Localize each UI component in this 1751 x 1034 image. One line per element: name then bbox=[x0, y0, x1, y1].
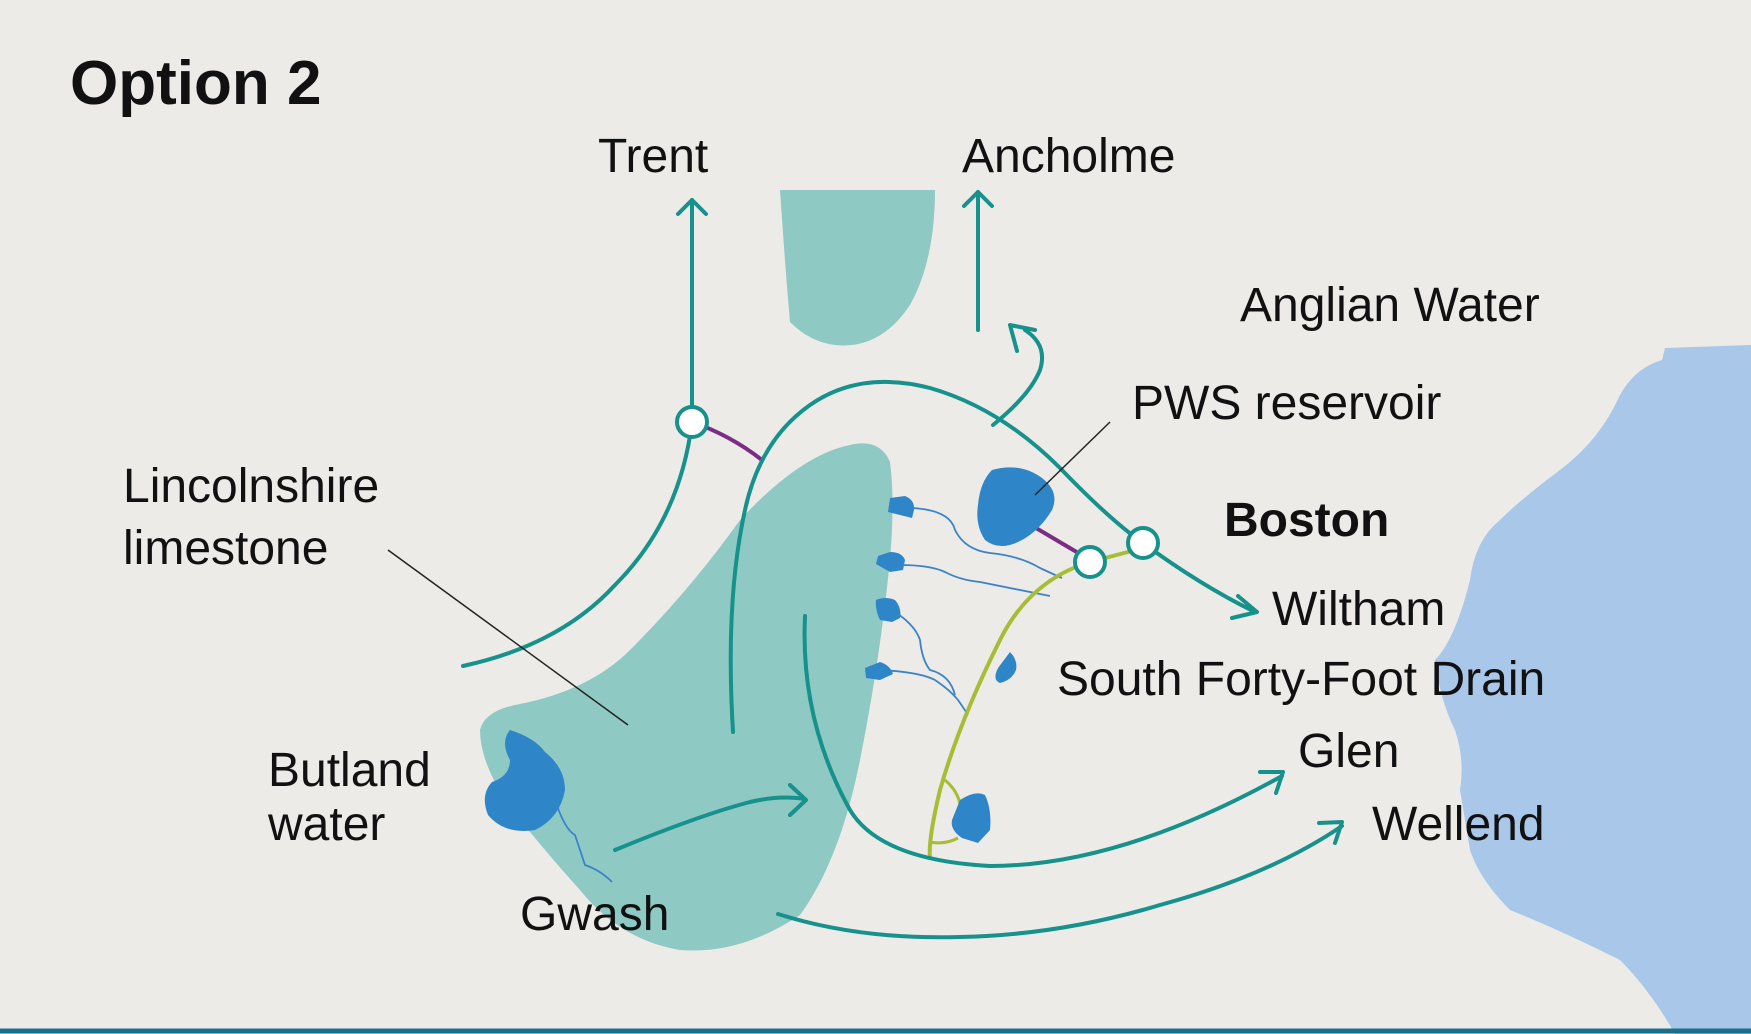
river-trent-arrowhead bbox=[676, 198, 708, 216]
label-south-forty-foot-drain: South Forty-Foot Drain bbox=[1057, 653, 1546, 706]
stream-butland bbox=[554, 799, 613, 883]
stream-1 bbox=[911, 507, 1063, 579]
purple-link-pws bbox=[1034, 526, 1082, 556]
south-forty-foot-drain-line bbox=[927, 546, 1144, 859]
small-reservoir-3 bbox=[875, 598, 901, 622]
small-reservoir-5 bbox=[995, 652, 1017, 683]
leader-line-limestone bbox=[387, 549, 629, 726]
label-gwash: Gwash bbox=[520, 888, 670, 941]
label-lincolnshire-line1: Lincolnshire bbox=[123, 460, 380, 513]
label-anglian-water: Anglian Water bbox=[1240, 279, 1540, 332]
small-reservoir-4 bbox=[865, 662, 893, 680]
pws-reservoir-shape bbox=[977, 467, 1055, 546]
river-branch-north-arrowhead bbox=[1008, 323, 1037, 353]
butland-water-reservoir bbox=[484, 730, 565, 831]
small-reservoir-2 bbox=[876, 552, 905, 572]
river-gwash-arrowhead bbox=[788, 783, 808, 817]
label-lincolnshire-limestone: Lincolnshire limestone bbox=[123, 456, 379, 581]
label-butland-line2: water bbox=[268, 798, 386, 852]
label-boston: Boston bbox=[1224, 494, 1390, 547]
river-glen-arrowhead bbox=[1258, 770, 1285, 795]
label-butland-line1: Butland bbox=[268, 744, 431, 797]
node-trent bbox=[675, 405, 709, 439]
node-wiltham bbox=[1126, 526, 1160, 560]
aquifer-upper-lobe bbox=[780, 190, 935, 346]
river-glen bbox=[802, 614, 1284, 868]
label-glen: Glen bbox=[1298, 725, 1400, 778]
label-pws-reservoir: PWS reservoir bbox=[1132, 377, 1442, 430]
node-drain bbox=[1073, 545, 1107, 579]
river-gwash bbox=[613, 795, 807, 852]
river-wiltham-arrowhead bbox=[1230, 594, 1259, 620]
river-ancholme-arrowhead bbox=[962, 190, 994, 208]
label-trent: Trent bbox=[598, 130, 709, 183]
river-west-curve bbox=[461, 420, 694, 668]
small-reservoir-6 bbox=[951, 793, 991, 843]
river-branch-north bbox=[991, 328, 1045, 427]
stream-4 bbox=[879, 669, 969, 716]
sea-area bbox=[1435, 345, 1751, 1034]
label-lincolnshire-line2: limestone bbox=[123, 522, 329, 576]
leader-line-pws-reservoir bbox=[1034, 421, 1111, 496]
page-title: Option 2 bbox=[70, 49, 322, 118]
label-wellend: Wellend bbox=[1372, 798, 1545, 851]
stream-3 bbox=[894, 611, 956, 696]
stream-2 bbox=[899, 564, 1051, 597]
label-ancholme: Ancholme bbox=[962, 130, 1176, 183]
label-butland-water: Butland water bbox=[268, 744, 431, 852]
small-reservoir-1 bbox=[888, 496, 915, 518]
river-wellend-arrowhead bbox=[1317, 820, 1344, 845]
label-wiltham: Wiltham bbox=[1272, 583, 1446, 636]
river-wellend bbox=[776, 824, 1344, 940]
lincolnshire-limestone-aquifer bbox=[480, 443, 893, 951]
